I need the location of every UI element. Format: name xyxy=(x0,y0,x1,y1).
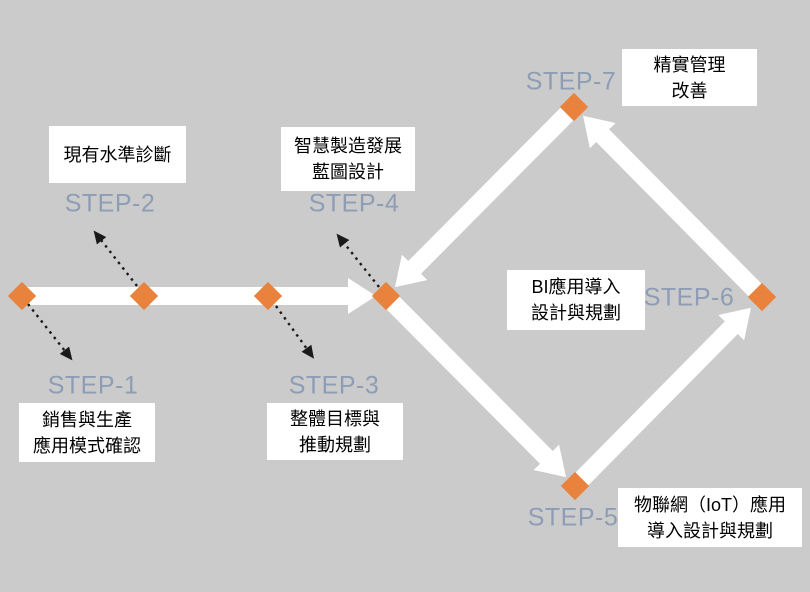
step-2-label: STEP-2 xyxy=(64,189,156,218)
callout-arrow-step3 xyxy=(275,305,315,359)
callout-arrow-step4 xyxy=(336,233,380,288)
step-4-note: 智慧製造發展 藍圖設計 xyxy=(281,127,415,191)
arrow-step7-to-step4 xyxy=(394,100,581,288)
arrow-step4-to-step5 xyxy=(379,289,567,478)
step-1-label: STEP-1 xyxy=(47,371,139,400)
step-3-label: STEP-3 xyxy=(288,371,380,400)
step-1-note: 銷售與生產 應用模式確認 xyxy=(19,403,155,462)
step-6-note: BI應用導入 設計與規劃 xyxy=(507,270,645,330)
step-5-note: 物聯網（IoT）應用 導入設計與規劃 xyxy=(618,488,802,547)
step-2-note: 現有水準診斷 xyxy=(49,126,186,183)
step-3-note: 整體目標與 推動規劃 xyxy=(267,403,403,460)
step-6-label: STEP-6 xyxy=(643,283,735,312)
arrow-step5-to-step6 xyxy=(568,307,751,493)
step-7-note: 精實管理 改善 xyxy=(622,49,757,106)
callout-arrow-step2 xyxy=(93,230,138,287)
arrow-step6-to-step7 xyxy=(583,115,769,304)
step-4-label: STEP-4 xyxy=(308,189,400,218)
callout-arrow-step1 xyxy=(27,303,73,361)
step-5-label: STEP-5 xyxy=(527,503,619,532)
step-7-label: STEP-7 xyxy=(525,67,617,96)
